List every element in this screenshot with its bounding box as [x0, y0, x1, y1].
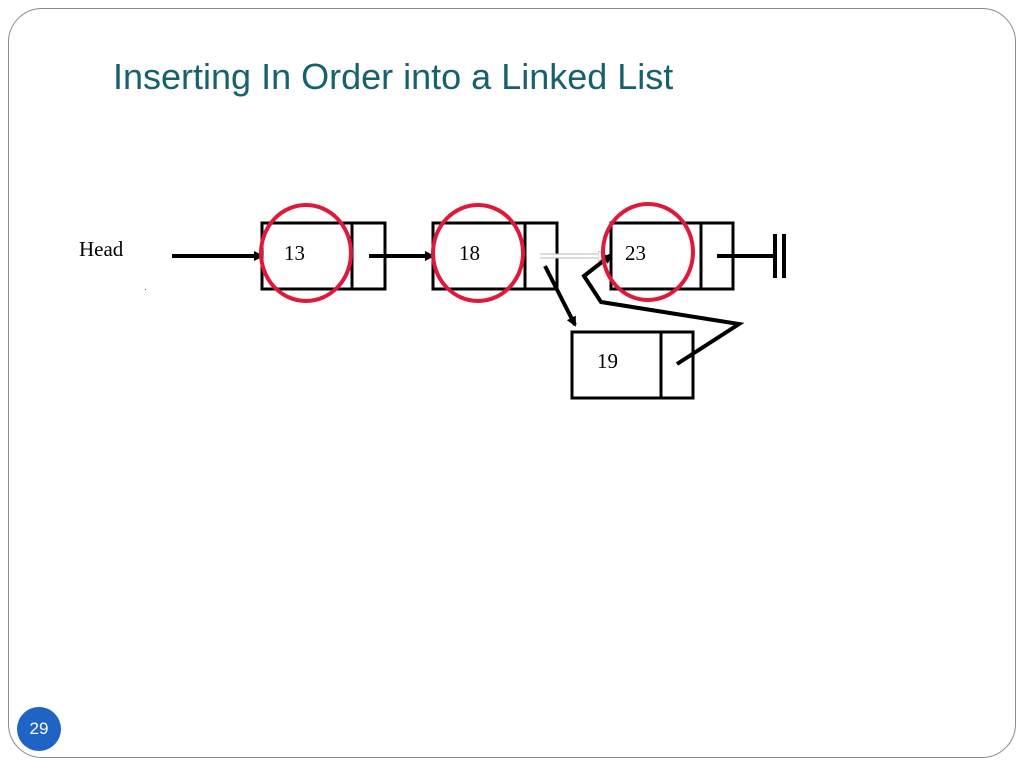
- highlight-circle: [259, 203, 353, 303]
- null-ground-icon: [717, 234, 786, 278]
- highlight-circle: [431, 203, 525, 303]
- list-node-18: 18: [431, 221, 559, 291]
- page-number-badge: 29: [17, 707, 61, 751]
- highlight-circle: [601, 202, 695, 302]
- head-label: Head: [79, 237, 124, 261]
- list-node-23: 23: [609, 221, 735, 291]
- stray-dot: [145, 289, 146, 290]
- list-node-19: 19: [570, 330, 695, 400]
- list-node-13: 13: [260, 221, 387, 291]
- node-value: 18: [459, 241, 480, 265]
- slide-frame: [8, 8, 1016, 758]
- inserted-node-pointer-arrow: [581, 253, 745, 366]
- new-next-pointer-arrow: [543, 265, 577, 327]
- node-value: 13: [284, 241, 305, 265]
- node-value: 19: [597, 349, 618, 373]
- node-value: 23: [625, 241, 646, 265]
- slide-title: Inserting In Order into a Linked List: [113, 56, 674, 97]
